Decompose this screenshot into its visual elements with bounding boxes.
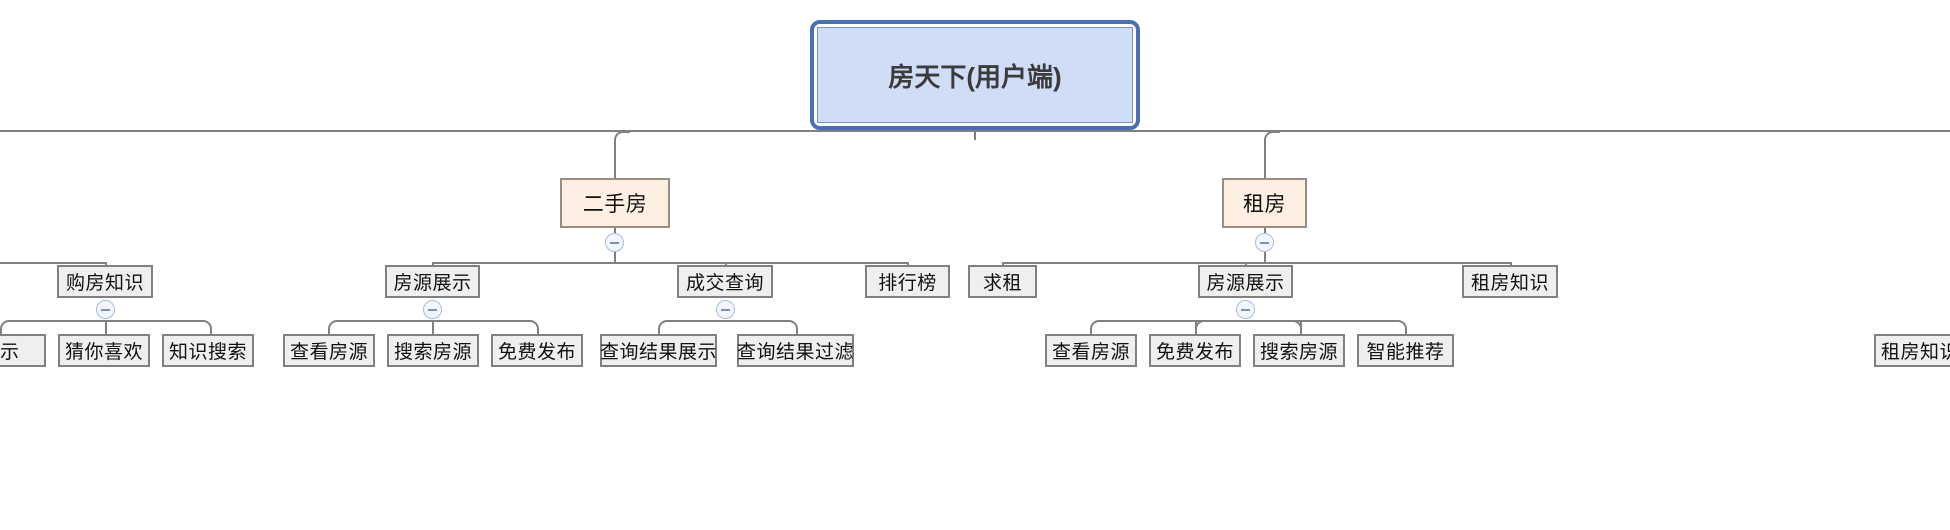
collapse-toggle-ershoufang[interactable] <box>605 233 624 252</box>
collapse-toggle-fangyuanzhanshi-esf[interactable] <box>423 300 442 319</box>
connector-leafarm-l-esf-fyzs <box>328 320 434 334</box>
leaf-esf-chakanfangyuan[interactable]: 查看房源 <box>283 334 375 367</box>
node-chengjiaochaxun[interactable]: 成交查询 <box>677 265 773 298</box>
connector-drop-l-esf-fyzs <box>328 330 330 334</box>
connector-root-stem <box>974 130 976 140</box>
collapse-toggle-fangyuanzhanshi-zf[interactable] <box>1236 300 1255 319</box>
connector-drop-l-cjcx <box>658 330 660 334</box>
node-goufangzhishi[interactable]: 购房知识 <box>57 265 153 298</box>
collapse-toggle-zufang[interactable] <box>1255 233 1274 252</box>
connector-drop-r-esf-fyzs <box>537 330 539 334</box>
connector-drop-mid-gfzs <box>105 320 107 334</box>
leaf-gfzs-zhishisousuo[interactable]: 知识搜索 <box>162 334 254 367</box>
leaf-gfzs-zhanshi-truncated[interactable]: 展示 <box>0 334 46 367</box>
connector-leafarm-r-gfzs <box>105 320 212 334</box>
connector-bus-ershoufang <box>432 262 908 264</box>
leaf-cjcx-chaxunjieguoguolv[interactable]: 查询结果过滤 <box>737 334 854 367</box>
leaf-gfzs-cainixihuan[interactable]: 猜你喜欢 <box>58 334 150 367</box>
connector-stem-ershoufang <box>614 228 616 233</box>
collapse-toggle-chengjiaochaxun[interactable] <box>716 300 735 319</box>
leaf-esf-mianfeifabu[interactable]: 免费发布 <box>491 334 583 367</box>
node-fangyuanzhanshi-zufang[interactable]: 房源展示 <box>1198 265 1293 298</box>
connector-drop-4-zf-fyzs <box>1405 330 1407 334</box>
connector-drop-r-gfzs <box>210 330 212 334</box>
node-zufang[interactable]: 租房 <box>1222 178 1307 228</box>
node-zufangzhishi[interactable]: 租房知识 <box>1462 265 1558 298</box>
node-paihangbang[interactable]: 排行榜 <box>865 265 950 298</box>
connector-leafarm-r-zf-fyzs <box>1245 320 1407 334</box>
connector-leafarm-inner-r-zf <box>1245 320 1302 334</box>
leaf-zf-mianfeifabu[interactable]: 免费发布 <box>1149 334 1241 367</box>
connector-leafarm-inner-l-zf <box>1195 320 1247 334</box>
leaf-zf-chakanfangyuan[interactable]: 查看房源 <box>1045 334 1137 367</box>
node-qiuzu[interactable]: 求租 <box>968 265 1037 298</box>
connector-stem-ershoufang-lower <box>614 252 616 263</box>
leaf-zf-suosuofangyuan[interactable]: 搜索房源 <box>1253 334 1345 367</box>
leaf-esf-suosuofangyuan[interactable]: 搜索房源 <box>387 334 479 367</box>
root-node-label: 房天下(用户端) <box>817 27 1133 123</box>
connector-main-trunk <box>0 130 1950 132</box>
connector-bus-offscreen-left <box>0 262 105 264</box>
connector-stem-zufang <box>1264 228 1266 233</box>
connector-drop-mid-esf-fyzs <box>432 320 434 334</box>
connector-elbow-zufang <box>1264 131 1280 180</box>
connector-leafarm-l-cjcx <box>658 320 727 334</box>
connector-stem-zufang-lower <box>1264 252 1266 263</box>
leaf-zf-zhinengtuijian[interactable]: 智能推荐 <box>1357 334 1454 367</box>
connector-leafarm-r-cjcx <box>725 320 798 334</box>
connector-leafarm-l-gfzs <box>0 320 107 334</box>
collapse-toggle-goufangzhishi[interactable] <box>96 300 115 319</box>
leaf-offscreen-right-truncated[interactable]: 租房知识 <box>1874 334 1950 367</box>
connector-elbow-ershoufang <box>614 131 630 180</box>
connector-drop-r-cjcx <box>796 330 798 334</box>
node-ershoufang[interactable]: 二手房 <box>560 178 670 228</box>
connector-bus-zufang <box>1002 262 1510 264</box>
connector-drop-1-zf-fyzs <box>1090 330 1092 334</box>
root-node-selection-frame[interactable]: 房天下(用户端) <box>810 20 1140 130</box>
connector-leafarm-r-esf-fyzs <box>432 320 539 334</box>
connector-leafarm-l-zf-fyzs <box>1090 320 1247 334</box>
node-fangyuanzhanshi-ershoufang[interactable]: 房源展示 <box>385 265 480 298</box>
leaf-cjcx-chaxunjieguozhanshi[interactable]: 查询结果展示 <box>600 334 717 367</box>
